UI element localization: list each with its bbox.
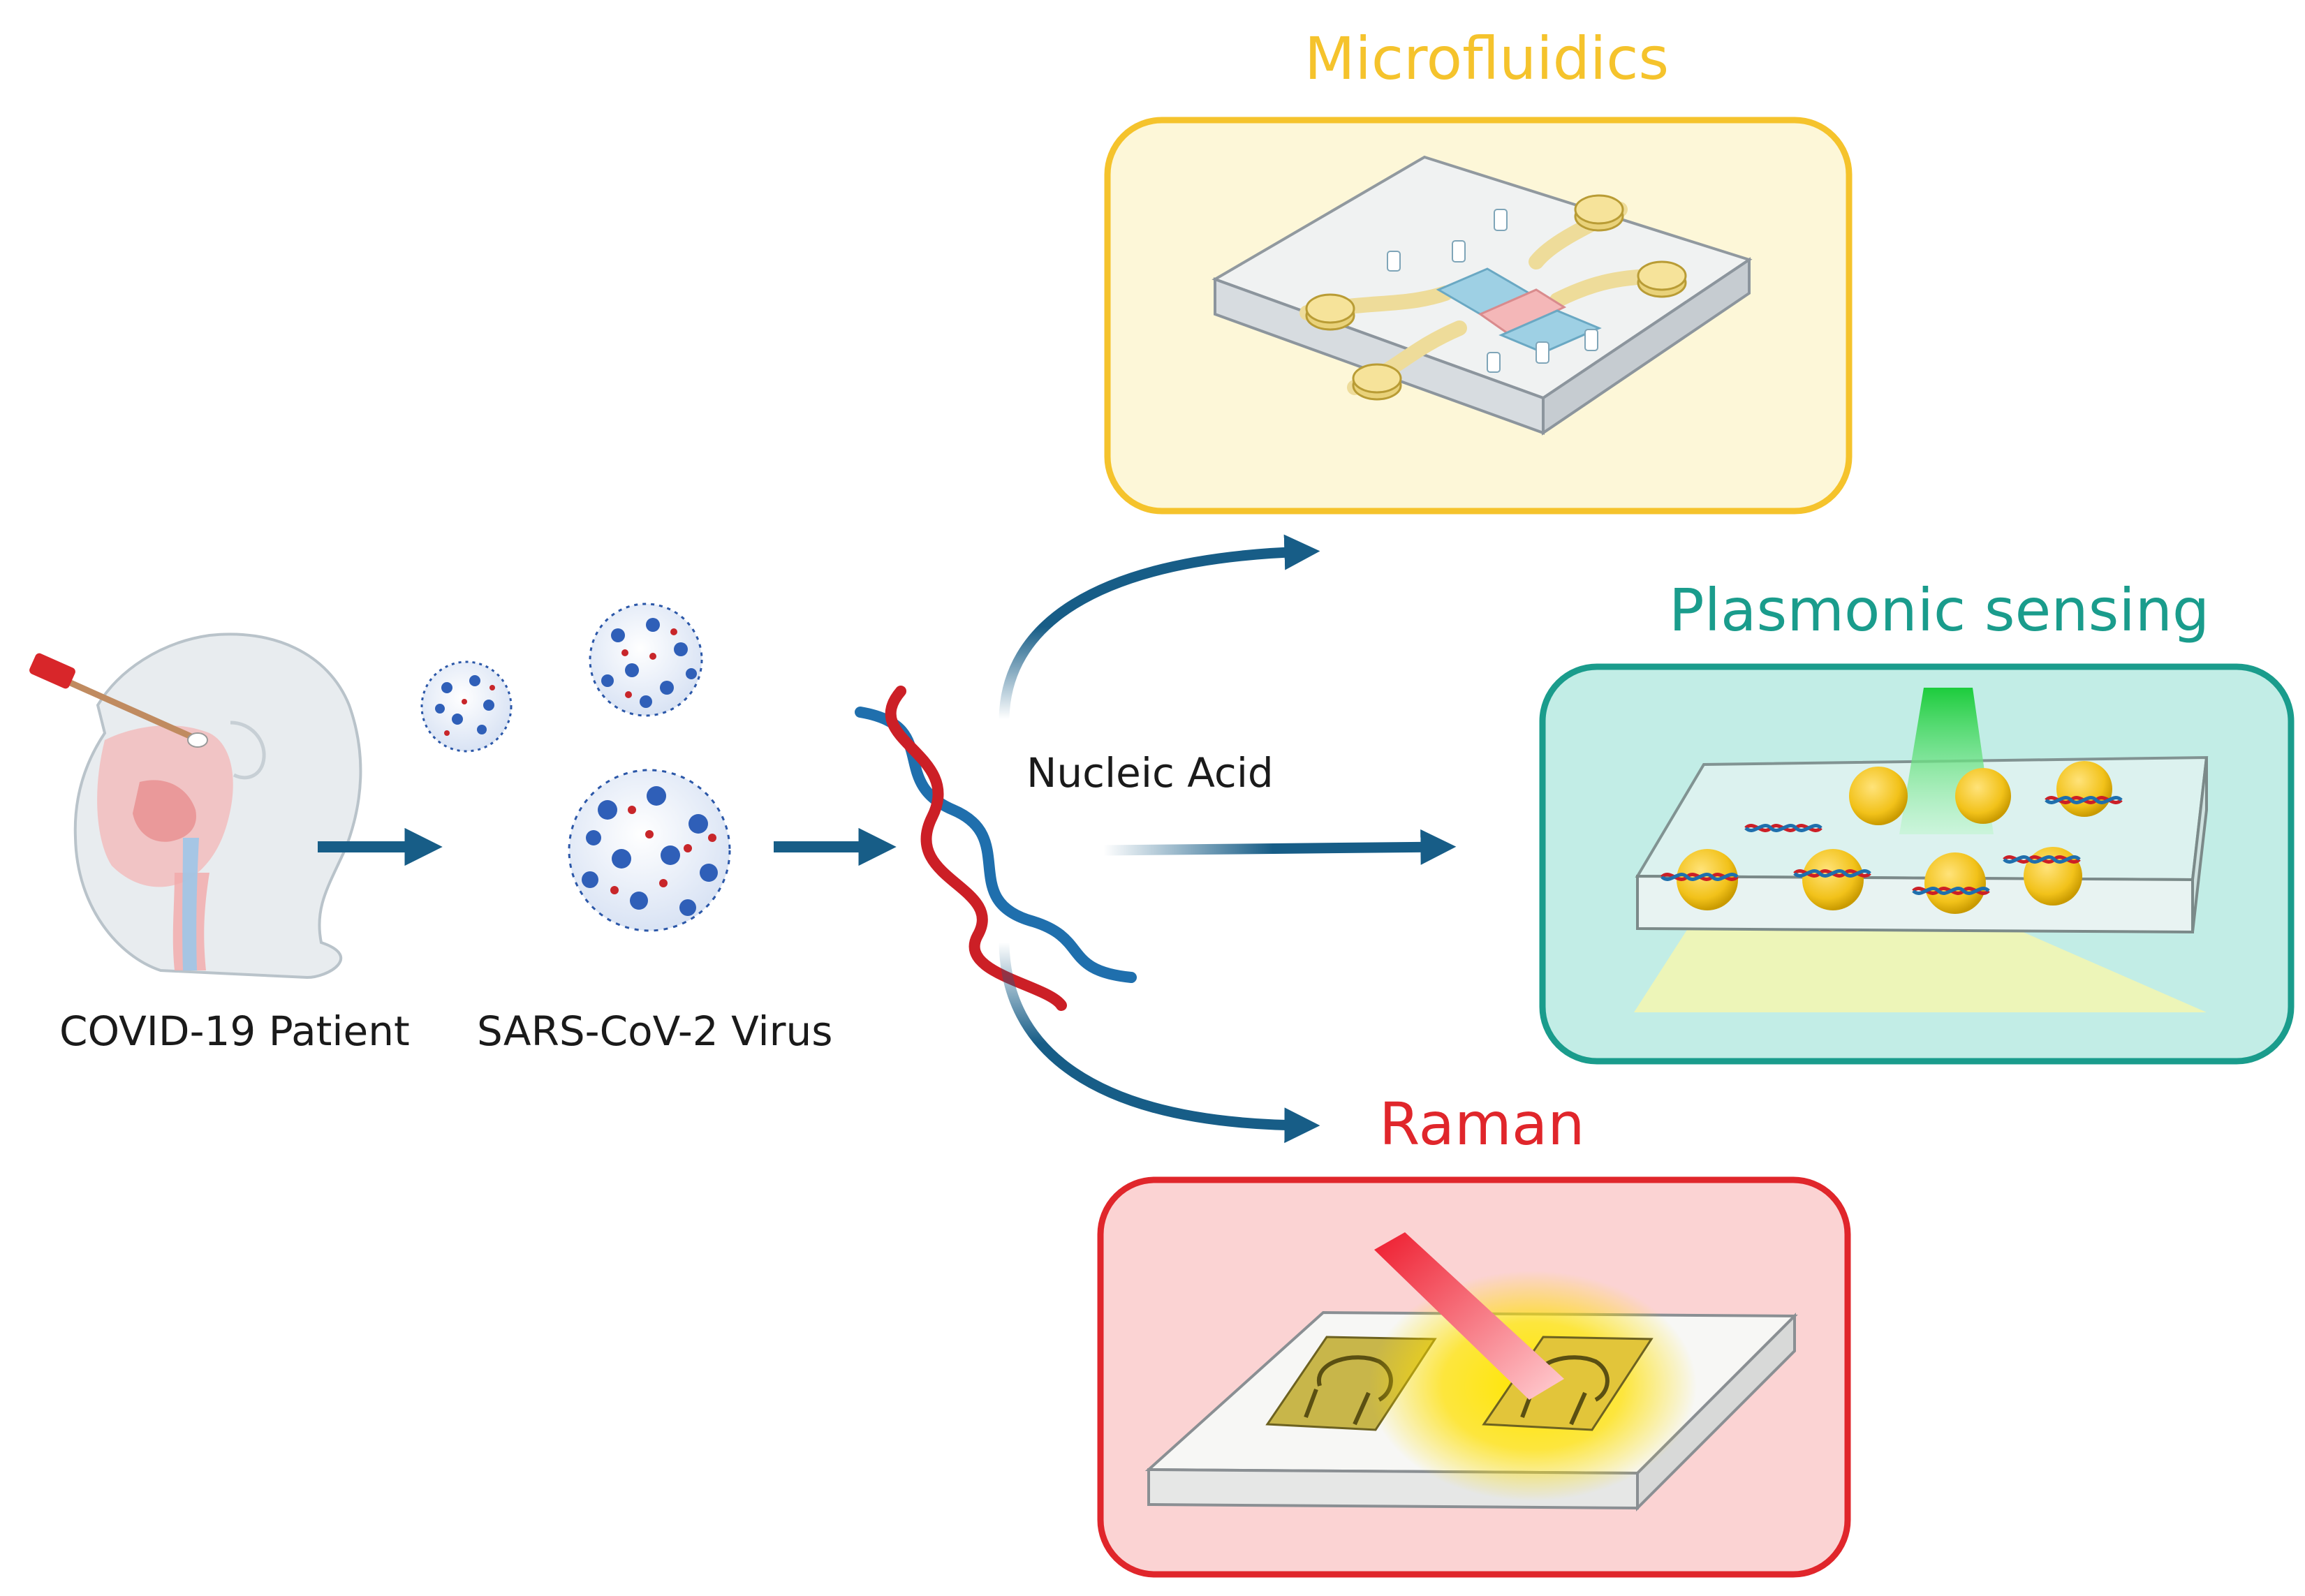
plasmonic-chip-icon <box>1634 688 2209 1012</box>
arrow-to-plasmonic <box>1103 829 1457 865</box>
nucleic-acid-label: Nucleic Acid <box>1026 749 1274 797</box>
virus-icon <box>420 603 731 932</box>
dna-helix-icon <box>855 686 1137 1011</box>
patient-swab-icon <box>29 633 362 980</box>
arrow-to-raman <box>999 942 1320 1144</box>
virus-label: SARS-CoV-2 Virus <box>477 1007 833 1055</box>
microfluidics-title: Microfluidics <box>1304 24 1670 93</box>
arrow-to-microfluidics <box>999 534 1320 720</box>
raman-chip-icon <box>1144 1232 1798 1512</box>
patient-label: COVID-19 Patient <box>59 1007 410 1055</box>
microfluidic-chip-icon <box>1212 155 1753 436</box>
raman-title: Raman <box>1379 1090 1585 1158</box>
plasmonic-title: Plasmonic sensing <box>1669 576 2210 644</box>
